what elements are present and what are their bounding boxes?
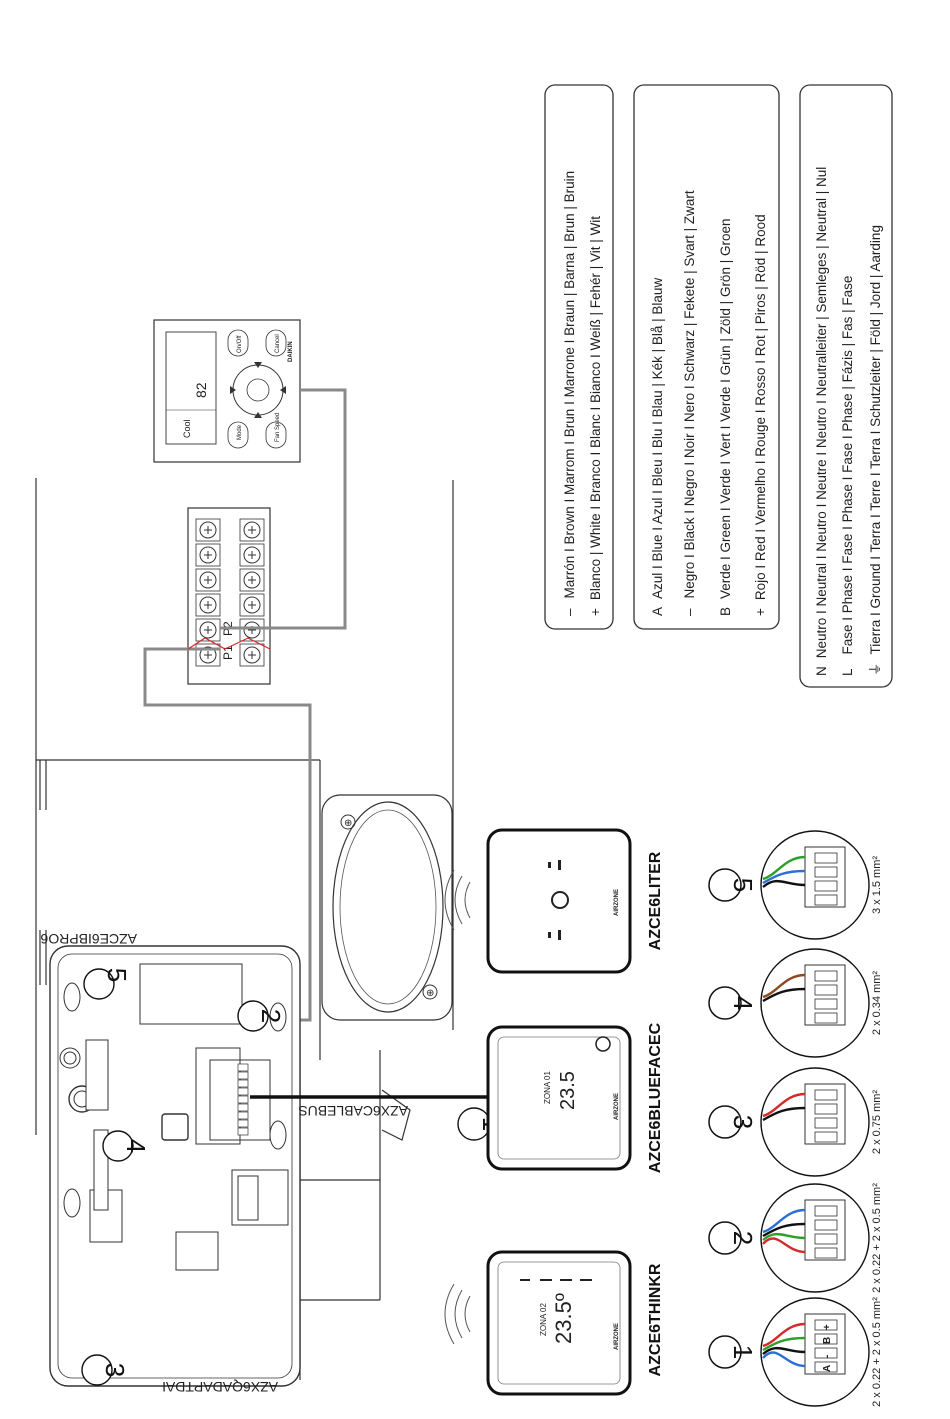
connector-wire-spec: 3 x 1.5 mm² xyxy=(871,856,883,914)
bus-cable: AZX6CABLEBUS xyxy=(250,1095,490,1119)
legend-box-colors-2: A Azul I Blue I Azul I Bleu I Blu I Blau … xyxy=(633,84,780,630)
cable-label: AZX6CABLEBUS xyxy=(298,1103,408,1119)
svg-text:AAzul I Blue I Azul I Bleu I B: A Azul I Blue I Azul I Bleu I Blu I Blau … xyxy=(650,278,665,616)
pin-label-a: A xyxy=(822,1365,833,1372)
svg-text:23.5º: 23.5º xyxy=(551,1293,576,1344)
thermostat-think: 23.5º ZONA 02 AIRZONE AZCE6THINKR xyxy=(444,1250,664,1396)
pin-label-plus: + xyxy=(822,1324,833,1330)
legend-line: Rojo I Red I Vermelho I Rouge I Rosso I … xyxy=(753,214,768,600)
legend-symbol: + xyxy=(588,608,603,616)
legend-symbol: A xyxy=(650,607,665,616)
legend-line: Verde I Green I Verde I Vert I Verde I G… xyxy=(718,219,733,599)
thermostat-blueface-label: AZCE6BLUEFACEC xyxy=(647,1022,664,1173)
connector-4: 4 2 x 0.34 mm² xyxy=(708,948,883,1058)
daikin-remote: Cool 82 Mode Fan Speed On/Off Cancel DAI… xyxy=(153,319,301,463)
svg-text:Mode: Mode xyxy=(237,424,243,440)
svg-text:Fan Speed: Fan Speed xyxy=(275,413,281,442)
connector-number: 4 xyxy=(728,996,758,1010)
red-wires xyxy=(187,637,271,650)
legend-line: Neutro I Neutral I Neutro I Neutre I Neu… xyxy=(814,167,829,658)
svg-text:4: 4 xyxy=(121,1139,151,1153)
board-label: AZCE6IBPRO6 xyxy=(40,931,137,947)
svg-text:–Marrón I Brown I Marrom I Bru: – Marrón I Brown I Marrom I Brun I Marron… xyxy=(562,171,577,616)
svg-text:Cool: Cool xyxy=(182,419,192,438)
svg-text:AIRZONE: AIRZONE xyxy=(614,1093,620,1120)
connector-3: 3 2 x 0.75 mm² xyxy=(708,1067,883,1177)
connector-wire-spec: 2 x 0.75 mm² xyxy=(871,1090,883,1155)
svg-text:2: 2 xyxy=(256,1009,286,1023)
legend-box-colors-1: – Marrón I Brown I Marrom I Brun I Marron… xyxy=(544,84,614,630)
thermostat-think-label: AZCE6THINKR xyxy=(647,1263,664,1376)
svg-text:Cancel: Cancel xyxy=(275,334,281,353)
legend-symbol: N xyxy=(814,666,829,676)
svg-text:23.5: 23.5 xyxy=(557,1071,579,1110)
svg-text:DAIKIN: DAIKIN xyxy=(288,341,294,362)
svg-text:LFase I Phase I Fase I Phase I: L Fase I Phase I Fase I Phase I Fase I Ph… xyxy=(840,276,855,676)
connector-2: 2 2 x 0.22 + 2 x 0.5 mm² xyxy=(708,1183,883,1293)
connector-wire-spec: 2 x 0.22 + 2 x 0.5 mm² xyxy=(871,1183,883,1293)
adapter-label: AZX6QADAPTDAI xyxy=(162,1379,278,1395)
connector-wire-spec: 2 x 0.34 mm² xyxy=(871,971,883,1036)
svg-text:ZONA 01: ZONA 01 xyxy=(543,1071,552,1104)
connector-number: 5 xyxy=(728,878,758,892)
legend-symbol: – xyxy=(682,608,697,616)
airzone-board: AZCE6IBPRO6 xyxy=(40,931,301,1387)
svg-text:BVerde I Green I Verde I Vert: B Verde I Green I Verde I Vert I Verde I … xyxy=(718,219,733,616)
svg-text:+Rojo I Red I Vermelho I Rouge: + Rojo I Red I Vermelho I Rouge I Rosso I… xyxy=(753,214,768,616)
svg-text:3: 3 xyxy=(100,1363,130,1377)
legend-line: Azul I Blue I Azul I Bleu I Blu I Blau |… xyxy=(650,278,665,599)
connector-5: 5 3 x 1.5 mm² xyxy=(708,830,883,940)
connector-number: 1 xyxy=(728,1345,758,1359)
svg-text:⊕: ⊕ xyxy=(344,818,352,829)
svg-text:+Blanco | White I Branco I Bla: + Blanco | White I Branco I Blanc I Bianc… xyxy=(588,216,603,616)
legend-symbol: – xyxy=(562,608,577,616)
connector-number: 2 xyxy=(728,1231,758,1245)
legend-symbol: ⏚ xyxy=(868,663,883,677)
terminal-block: P1 P2 xyxy=(187,507,271,685)
connector-1: 1 2 x 0.22 + 2 x 0.5 mm² + B - A xyxy=(708,1297,883,1407)
svg-text:82: 82 xyxy=(193,382,209,398)
legend-symbol: B xyxy=(718,607,733,616)
connector-wire-spec: 2 x 0.22 + 2 x 0.5 mm² xyxy=(871,1297,883,1407)
connector-details: 1 2 x 0.22 + 2 x 0.5 mm² + B - A 2 2 x 0.22 + 2… xyxy=(708,830,883,1407)
thermostat-lite-label: AZCE6LITER xyxy=(647,851,664,950)
legend-box-power: N Neutro I Neutral I Neutro I Neutre I Ne… xyxy=(799,84,893,688)
legend-line: Blanco | White I Branco I Blanc I Bianco… xyxy=(588,216,603,600)
legend-symbol: L xyxy=(840,668,855,676)
legend-line: Tierra I Ground I Terra I Terre I Terra … xyxy=(868,225,883,654)
connector-number: 3 xyxy=(728,1115,758,1129)
svg-text:⊕: ⊕ xyxy=(426,988,434,999)
svg-text:–Negro I Black I Negro I Noir: – Negro I Black I Negro I Noir I Nero I S… xyxy=(682,190,697,616)
svg-text:On/Off: On/Off xyxy=(237,335,243,353)
legend-line: Marrón I Brown I Marrom I Brun I Marrone… xyxy=(562,171,577,599)
svg-text:AIRZONE: AIRZONE xyxy=(614,1323,620,1350)
fan-housing: ⊕ ⊕ xyxy=(321,794,453,1021)
legend-line: Negro I Black I Negro I Noir I Nero I Sc… xyxy=(682,190,697,598)
legend-symbol: + xyxy=(753,608,768,616)
pin-label-minus: - xyxy=(822,1355,833,1358)
svg-text:NNeutro I Neutral I Neutro I N: N Neutro I Neutral I Neutro I Neutre I Ne… xyxy=(814,167,829,676)
pin-label-b: B xyxy=(822,1337,833,1344)
svg-text:5: 5 xyxy=(102,968,132,982)
svg-text:⏚Tierra I Ground I Terra I Ter: ⏚ Tierra I Ground I Terra I Terre I Terra… xyxy=(868,225,883,676)
thermostat-lite: AIRZONE AZCE6LITER xyxy=(444,828,664,974)
svg-text:AIRZONE: AIRZONE xyxy=(614,889,620,916)
svg-text:ZONA 02: ZONA 02 xyxy=(539,1303,548,1336)
legend-line: Fase I Phase I Fase I Phase I Fase I Pha… xyxy=(840,276,855,655)
thermostat-blueface: 23.5 ZONA 01 AIRZONE AZCE6BLUEFACEC xyxy=(486,1022,664,1173)
